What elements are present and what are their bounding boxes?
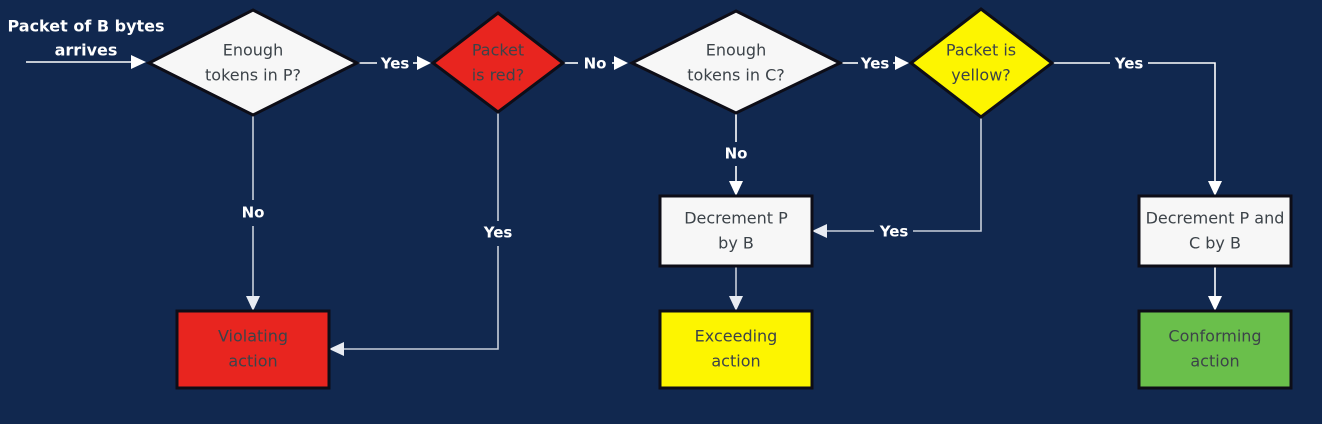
enough-tokens-p-label-line2: tokens in P? [205,66,301,85]
packet-is-yellow-label-line2: yellow? [951,66,1011,85]
node-enough-tokens-c[interactable]: Enough tokens in C? [628,9,844,115]
node-decrement-p-by-b[interactable]: Decrement P by B [658,194,814,268]
entry-label: Packet of B bytes arrives [7,17,164,60]
decrement-p-by-b-label-line2: by B [718,234,754,253]
decrement-p-by-b-shape [658,194,814,268]
edge-dec-p-exceeding [729,267,743,311]
edge-label-yellow-yes-back: Yes [879,223,909,241]
node-packet-is-yellow[interactable]: Packet is yellow? [908,7,1055,119]
packet-is-red-label-line1: Packet [472,41,524,60]
edge-label-p-no: No [242,204,265,222]
node-packet-is-red[interactable]: Packet is red? [430,11,566,114]
edge-yellow-yes-back [812,118,982,238]
edge-label-p-yes: Yes [380,55,410,73]
edge-red-no [564,56,628,70]
enough-tokens-c-shape [628,9,844,115]
edge-label-p-no-text: No [242,204,265,222]
node-decrement-p-and-c-by-b[interactable]: Decrement P and C by B [1137,194,1293,268]
edge-label-yellow-yes-back-text: Yes [879,223,909,241]
entry-label-line1: Packet of B bytes [7,17,164,36]
node-enough-tokens-p[interactable]: Enough tokens in P? [145,8,361,117]
violating-action-shape [175,309,331,390]
entry-label-line2: arrives [55,41,118,60]
edge-label-c-no-text: No [725,145,748,163]
edge-label-yellow-yes-right: Yes [1114,55,1144,73]
node-exceeding-action[interactable]: Exceeding action [658,309,814,390]
conforming-action-shape [1137,309,1293,390]
edge-p-yes [358,56,431,70]
edge-label-red-no-text: No [584,55,607,73]
node-violating-action[interactable]: Violating action [175,309,331,390]
packet-is-red-label-line2: is red? [472,66,525,85]
edge-label-c-yes-text: Yes [860,55,890,73]
edge-c-no [729,113,743,196]
edge-label-c-yes: Yes [860,55,890,73]
edge-red-yes [329,113,499,356]
decrement-p-and-c-by-b-label-line2: C by B [1189,234,1241,253]
packet-is-red-shape [430,11,566,114]
enough-tokens-c-label-line1: Enough [706,41,766,60]
enough-tokens-c-label-line2: tokens in C? [687,66,785,85]
edge-label-c-no: No [725,145,748,163]
violating-action-label-line1: Violating [218,327,288,346]
node-conforming-action[interactable]: Conforming action [1137,309,1293,390]
decrement-p-and-c-by-b-shape [1137,194,1293,268]
packet-is-yellow-label-line1: Packet is [946,41,1016,60]
edge-label-red-yes: Yes [483,224,513,242]
violating-action-label-line2: action [228,352,277,371]
edge-label-red-no: No [584,55,607,73]
edge-dec-pc-conforming [1208,267,1222,311]
edge-entry-arrow [26,55,146,69]
edge-p-no [246,116,260,311]
decrement-p-by-b-label-line1: Decrement P [684,209,788,228]
exceeding-action-label-line1: Exceeding [695,327,778,346]
edge-label-yellow-yes-right-text: Yes [1114,55,1144,73]
exceeding-action-shape [658,309,814,390]
edge-yellow-yes-right [1053,62,1222,196]
packet-is-yellow-shape [908,7,1055,119]
edge-label-red-yes-text: Yes [483,224,513,242]
exceeding-action-label-line2: action [711,352,760,371]
conforming-action-label-line2: action [1190,352,1239,371]
edge-label-p-yes-text: Yes [380,55,410,73]
decrement-p-and-c-by-b-label-line1: Decrement P and [1146,209,1285,228]
enough-tokens-p-shape [145,8,361,117]
conforming-action-label-line1: Conforming [1168,327,1261,346]
enough-tokens-p-label-line1: Enough [223,41,283,60]
edge-c-yes [842,56,909,70]
